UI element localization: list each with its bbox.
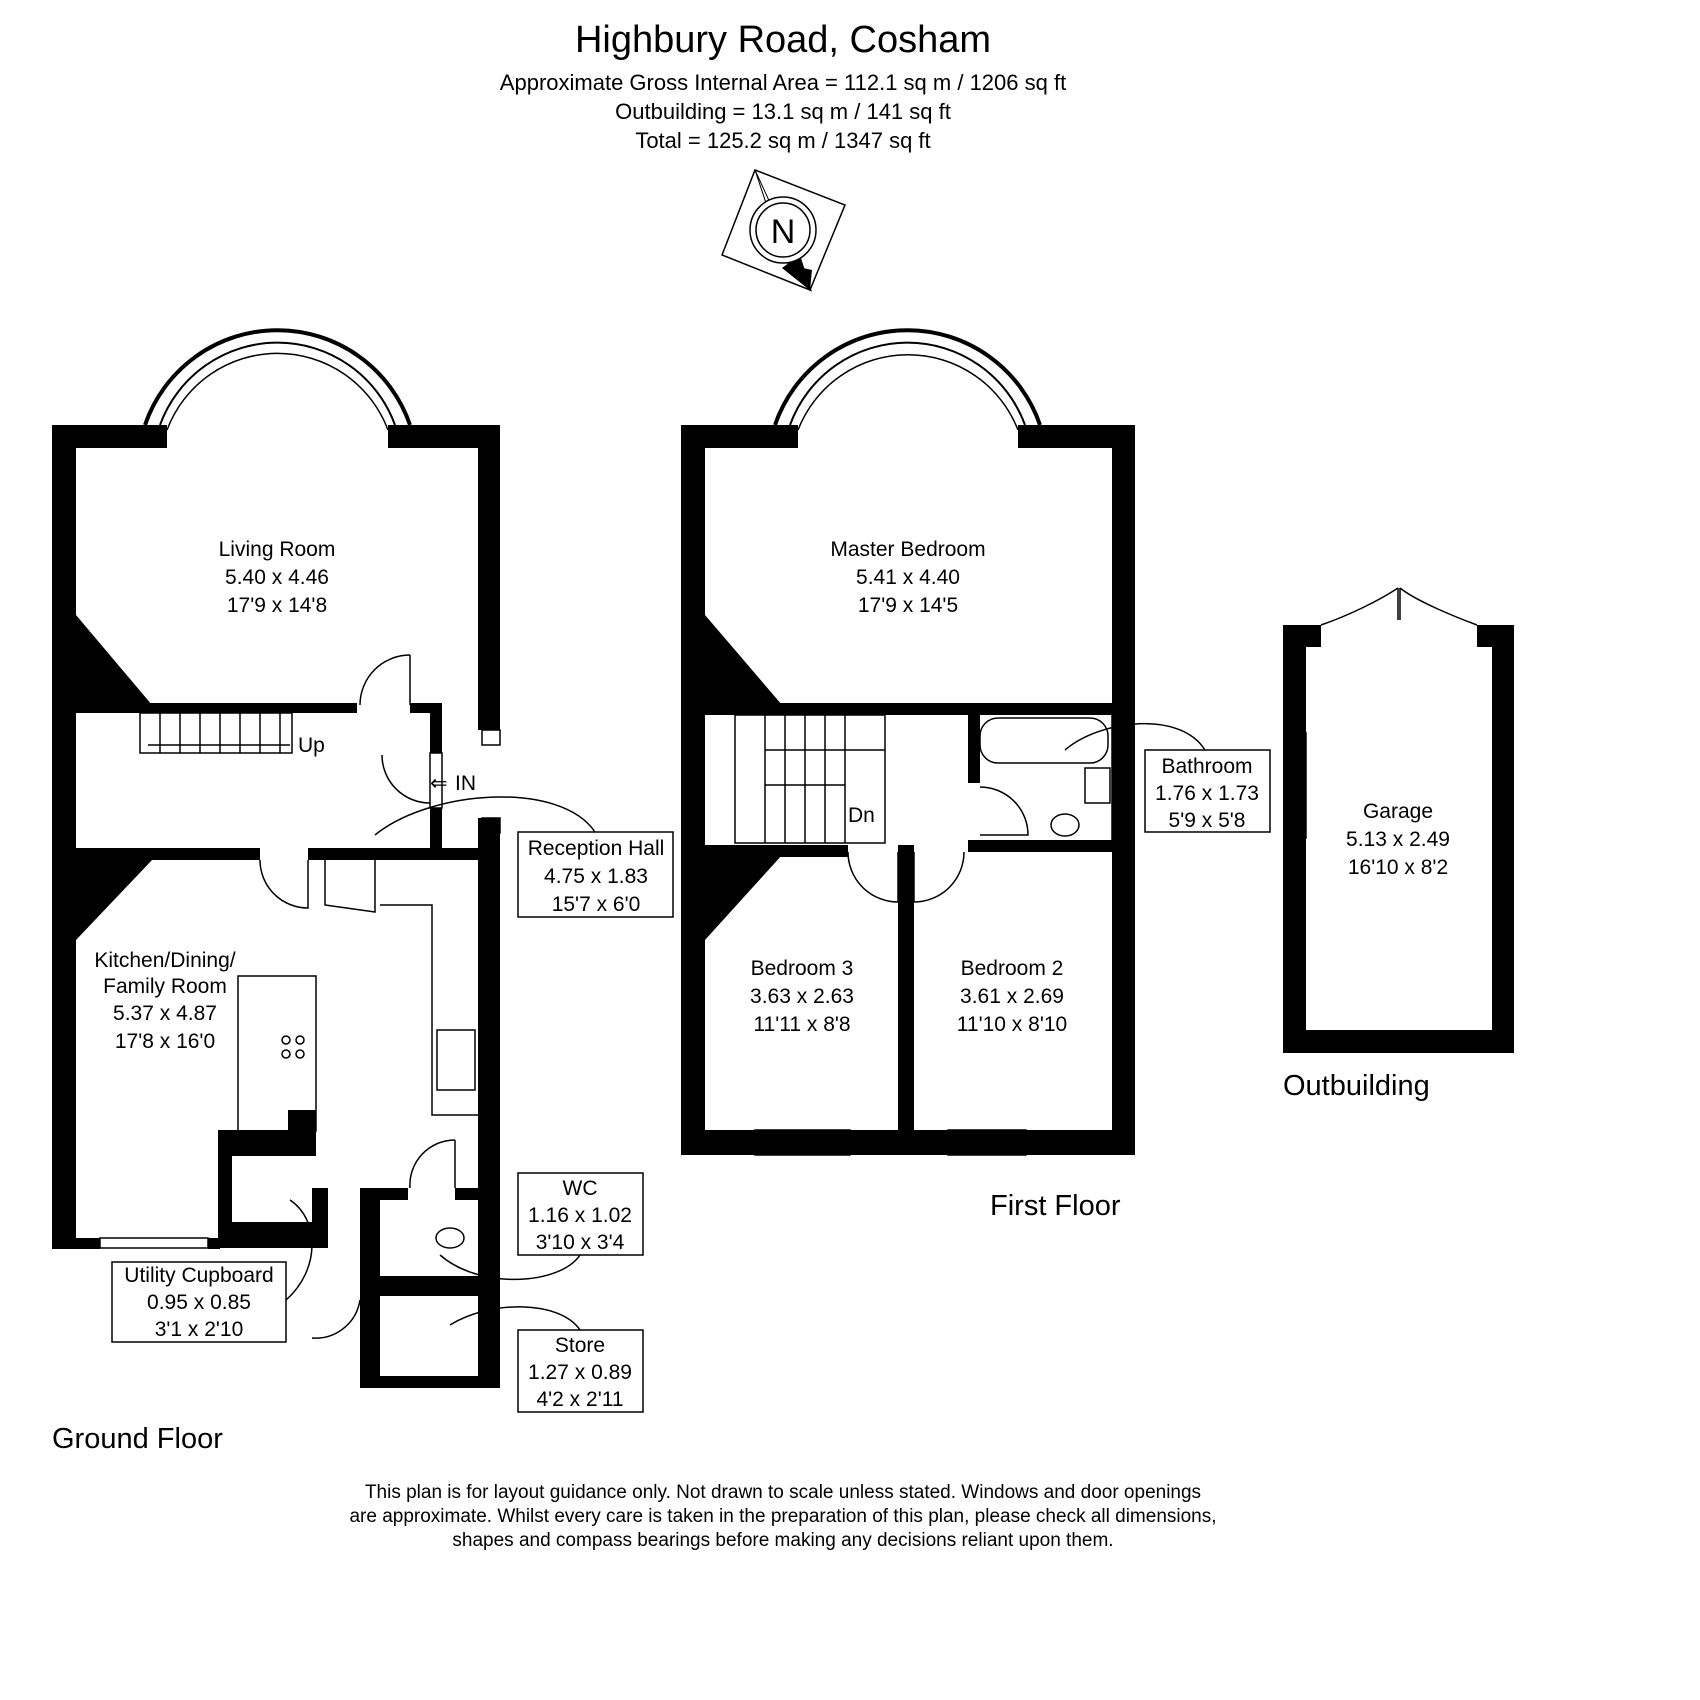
svg-text:Reception Hall: Reception Hall: [528, 837, 665, 860]
toilet-icon: [435, 1227, 465, 1249]
svg-text:Utility Cupboard: Utility Cupboard: [124, 1264, 273, 1287]
room-utility-cupboard: Utility Cupboard 0.95 x 0.85 3'1 x 2'10: [111, 1199, 313, 1343]
stairs-down-label: Dn: [848, 804, 875, 827]
svg-text:11'11 x 8'8: 11'11 x 8'8: [753, 1013, 850, 1036]
svg-text:11'10 x 8'10: 11'10 x 8'10: [957, 1013, 1067, 1036]
first-floor-walls: [681, 328, 1135, 1156]
room-garage: Garage 5.13 x 2.49 16'10 x 8'2: [1346, 800, 1450, 879]
svg-text:Garage: Garage: [1363, 800, 1433, 823]
svg-text:Store: Store: [555, 1334, 605, 1357]
svg-text:17'9 x 14'5: 17'9 x 14'5: [858, 594, 958, 617]
svg-text:17'9 x 14'8: 17'9 x 14'8: [227, 594, 327, 617]
svg-text:3'10 x 3'4: 3'10 x 3'4: [536, 1231, 625, 1254]
ground-floor-walls: [52, 328, 501, 1388]
compass-north-icon: N: [721, 169, 846, 292]
svg-text:Family Room: Family Room: [103, 975, 227, 998]
room-reception-hall: Reception Hall 4.75 x 1.83 15'7 x 6'0: [374, 796, 674, 918]
room-bedroom-2: Bedroom 2 3.61 x 2.69 11'10 x 8'10: [957, 957, 1067, 1036]
svg-text:shapes and compass bearings be: shapes and compass bearings before makin…: [452, 1530, 1113, 1551]
svg-text:16'10 x 8'2: 16'10 x 8'2: [1348, 856, 1448, 879]
hob-icon: [281, 1035, 305, 1059]
room-master-bedroom: Master Bedroom 5.41 x 4.40 17'9 x 14'5: [830, 538, 985, 617]
room-wc: WC 1.16 x 1.02 3'10 x 3'4: [435, 1172, 644, 1281]
outbuilding-label: Outbuilding: [1283, 1070, 1430, 1102]
area-line-gross: Approximate Gross Internal Area = 112.1 …: [500, 70, 1066, 95]
svg-text:1.27 x 0.89: 1.27 x 0.89: [528, 1361, 632, 1384]
svg-text:5.13 x 2.49: 5.13 x 2.49: [1346, 828, 1450, 851]
room-bedroom-3: Bedroom 3 3.63 x 2.63 11'11 x 8'8: [750, 957, 854, 1036]
svg-text:5.41 x 4.40: 5.41 x 4.40: [856, 566, 960, 589]
svg-text:17'8 x 16'0: 17'8 x 16'0: [115, 1030, 215, 1053]
svg-text:Bedroom 2: Bedroom 2: [961, 957, 1064, 980]
room-bathroom: Bathroom 1.76 x 1.73 5'9 x 5'8: [1064, 723, 1271, 833]
area-line-total: Total = 125.2 sq m / 1347 sq ft: [635, 128, 930, 153]
svg-text:This plan is for layout guidan: This plan is for layout guidance only. N…: [365, 1482, 1201, 1503]
svg-text:4'2 x 2'11: 4'2 x 2'11: [536, 1388, 623, 1411]
svg-text:1.16 x 1.02: 1.16 x 1.02: [528, 1204, 632, 1227]
stairs-up-label: Up: [298, 734, 325, 757]
ground-floor-label: Ground Floor: [52, 1423, 223, 1455]
svg-text:5.40 x 4.46: 5.40 x 4.46: [225, 566, 329, 589]
svg-text:Kitchen/Dining/: Kitchen/Dining/: [94, 949, 235, 972]
svg-text:3'1 x 2'10: 3'1 x 2'10: [155, 1318, 244, 1341]
entrance-label: IN: [455, 772, 476, 795]
svg-text:3.61 x 2.69: 3.61 x 2.69: [960, 985, 1064, 1008]
bath-icon: [979, 717, 1109, 764]
svg-text:1.76 x 1.73: 1.76 x 1.73: [1155, 782, 1259, 805]
ground-floor-stairs: [139, 712, 293, 754]
svg-text:Bathroom: Bathroom: [1161, 755, 1252, 778]
svg-text:4.75 x 1.83: 4.75 x 1.83: [544, 865, 648, 888]
svg-text:Living Room: Living Room: [219, 538, 336, 561]
plan-title: Highbury Road, Cosham: [575, 19, 991, 61]
svg-text:WC: WC: [563, 1177, 598, 1200]
room-living-room: Living Room 5.40 x 4.46 17'9 x 14'8: [219, 538, 336, 617]
compass-label: N: [771, 213, 796, 251]
disclaimer: This plan is for layout guidance only. N…: [349, 1482, 1216, 1551]
svg-text:5.37 x 4.87: 5.37 x 4.87: [113, 1002, 217, 1025]
svg-text:0.95 x 0.85: 0.95 x 0.85: [147, 1291, 251, 1314]
toilet-icon: [1050, 813, 1080, 837]
room-store: Store 1.27 x 0.89 4'2 x 2'11: [449, 1306, 644, 1413]
entrance-arrow-icon: ⇐: [430, 772, 448, 795]
svg-text:5'9 x 5'8: 5'9 x 5'8: [1169, 809, 1246, 832]
outbuilding-walls: [1283, 587, 1514, 1053]
svg-text:3.63 x 2.63: 3.63 x 2.63: [750, 985, 854, 1008]
first-floor-label: First Floor: [990, 1190, 1121, 1222]
svg-text:Master Bedroom: Master Bedroom: [830, 538, 985, 561]
area-line-outbuilding: Outbuilding = 13.1 sq m / 141 sq ft: [615, 99, 951, 124]
room-kitchen-dining-family: Kitchen/Dining/ Family Room 5.37 x 4.87 …: [94, 949, 235, 1053]
svg-text:are approximate. Whilst every: are approximate. Whilst every care is ta…: [349, 1506, 1216, 1527]
svg-text:Bedroom 3: Bedroom 3: [751, 957, 854, 980]
svg-text:15'7 x 6'0: 15'7 x 6'0: [552, 893, 641, 916]
